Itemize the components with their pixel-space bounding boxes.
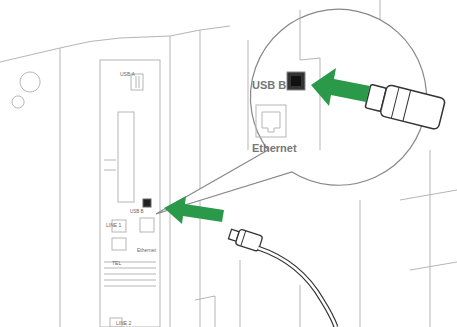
panel-label: USB A <box>120 71 135 77</box>
label-holder: TEL <box>112 251 121 269</box>
label-holder: Ethernet <box>252 138 297 156</box>
label-holder: USB B <box>252 75 286 93</box>
panel-label: LINE 2 <box>116 320 131 326</box>
label-holder: LINE 2 <box>116 311 131 327</box>
label-holder: LINE 1 <box>106 213 121 231</box>
panel-label: Ethernet <box>137 247 156 253</box>
port-label: USB B <box>252 79 286 91</box>
label-holder: USB A <box>120 62 135 80</box>
panel-label: TEL <box>112 260 121 266</box>
label-holder: USB B <box>130 199 144 217</box>
panel-label: LINE 1 <box>106 222 121 228</box>
label-holder: Ethernet <box>137 238 156 256</box>
panel-label: USB B <box>130 209 144 214</box>
port-label: Ethernet <box>252 142 297 154</box>
